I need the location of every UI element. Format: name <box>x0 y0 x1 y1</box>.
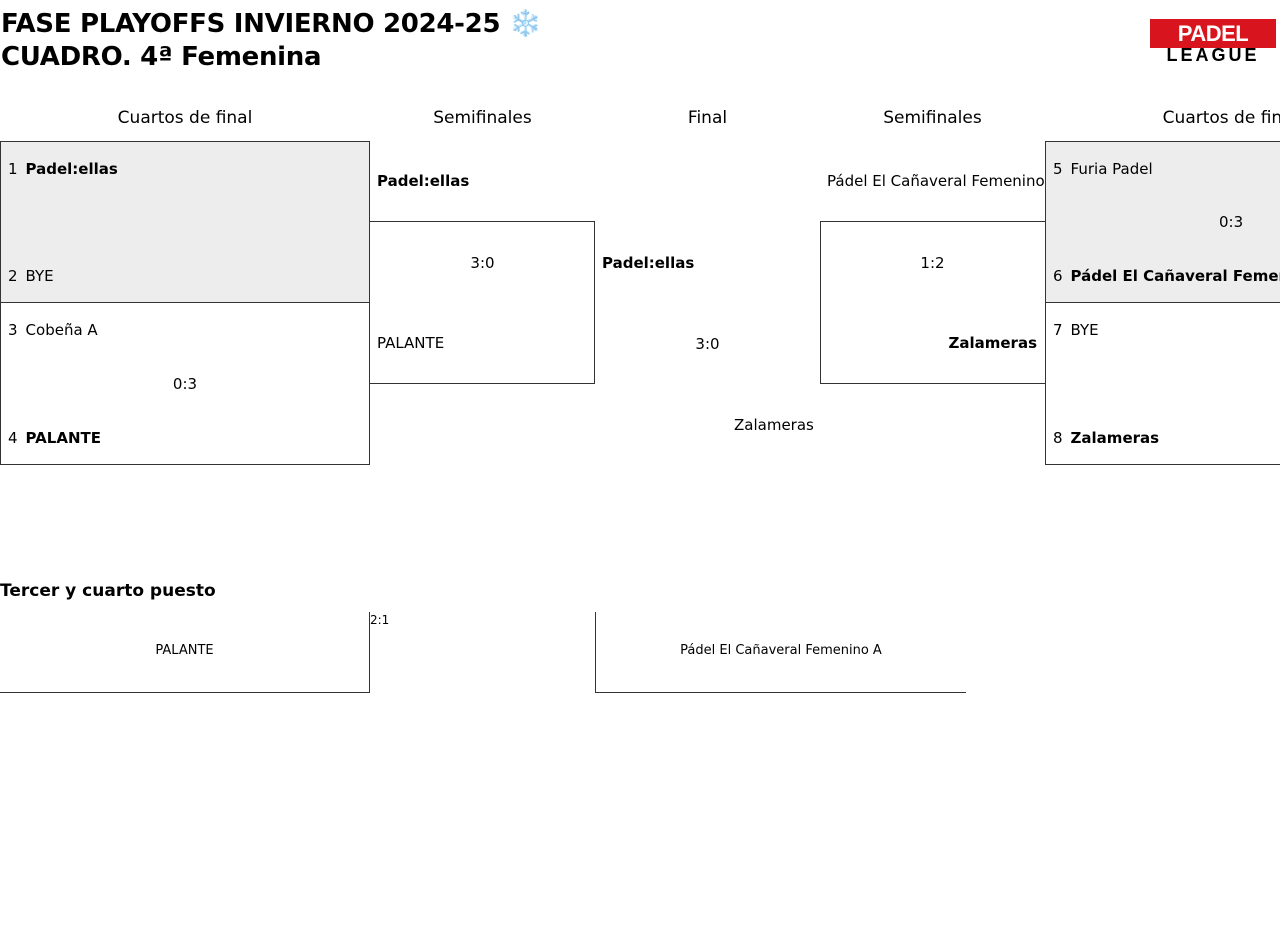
seed-number: 1 <box>8 160 18 178</box>
seed-number: 4 <box>8 429 18 447</box>
padel-team-league-logo: PADEL TEAM LEAGUE <box>1150 19 1276 70</box>
third-place-box-b <box>595 612 966 693</box>
left-sf-team-a: Padel:ellas <box>377 172 470 190</box>
left-qf2-score: 0:3 <box>172 375 198 393</box>
third-place-box-a <box>0 612 370 693</box>
team-name: Zalameras <box>1070 429 1160 447</box>
third-place-team-a: PALANTE <box>155 643 214 658</box>
header-left-semifinals: Semifinales <box>433 108 532 128</box>
logo-bottom-text: LEAGUE <box>1166 45 1260 65</box>
team-name: PALANTE <box>25 429 101 447</box>
left-sf-score: 3:0 <box>470 254 495 272</box>
seed-number: 5 <box>1053 160 1063 178</box>
team-name: Pádel El Cañaveral Femenino A <box>1070 267 1280 285</box>
right-qf2-team-b: 8 Zalameras <box>1053 429 1159 447</box>
right-qf2-team-a: 7 BYE <box>1053 321 1099 339</box>
header-right-semifinals: Semifinales <box>883 108 982 128</box>
right-sf-team-a: Pádel El Cañaveral Femenino A <box>827 172 1060 190</box>
left-qf2-team-b: 4 PALANTE <box>8 429 101 447</box>
left-qf-match-1 <box>0 141 370 303</box>
page-title: FASE PLAYOFFS INVIERNO 2024-25 ❄️ CUADRO… <box>1 8 541 74</box>
right-sf-team-b: Zalameras <box>948 334 1037 352</box>
right-sf-match <box>820 221 1046 384</box>
team-name: Padel:ellas <box>25 160 118 178</box>
right-qf-match-1 <box>1045 141 1280 303</box>
header-left-quarterfinals: Cuartos de final <box>117 108 253 128</box>
snowflake-icon: ❄️ <box>509 9 542 39</box>
right-qf-match-2 <box>1045 302 1280 465</box>
seed-number: 6 <box>1053 267 1063 285</box>
header-final: Final <box>687 108 728 128</box>
seed-number: 3 <box>8 321 18 339</box>
final-score: 3:0 <box>695 335 720 353</box>
right-sf-score: 1:2 <box>920 254 945 272</box>
left-qf1-team-b: 2 BYE <box>8 267 54 285</box>
final-team-a: Padel:ellas <box>602 254 695 272</box>
team-name: BYE <box>1070 321 1099 339</box>
title-line-1: FASE PLAYOFFS INVIERNO 2024-25 <box>1 9 501 39</box>
seed-number: 8 <box>1053 429 1063 447</box>
logo-top-text: PADEL TEAM <box>1177 21 1249 70</box>
right-qf1-team-b: 6 Pádel El Cañaveral Femenino A <box>1053 267 1280 285</box>
left-qf2-team-a: 3 Cobeña A <box>8 321 98 339</box>
team-name: Cobeña A <box>25 321 98 339</box>
seed-number: 7 <box>1053 321 1063 339</box>
left-sf-match <box>369 221 595 384</box>
team-name: Furia Padel <box>1070 160 1153 178</box>
left-sf-team-b: PALANTE <box>377 334 445 352</box>
header-right-quarterfinals: Cuartos de final <box>1162 108 1280 128</box>
right-qf1-team-a: 5 Furia Padel <box>1053 160 1153 178</box>
third-place-score: 2:1 <box>370 613 390 627</box>
right-qf1-score: 0:3 <box>1219 213 1244 231</box>
final-team-b: Zalameras <box>734 416 814 434</box>
seed-number: 2 <box>8 267 18 285</box>
third-place-team-b: Pádel El Cañaveral Femenino A <box>680 643 882 658</box>
third-place-title: Tercer y cuarto puesto <box>0 581 216 601</box>
team-name: BYE <box>25 267 54 285</box>
left-qf1-team-a: 1 Padel:ellas <box>8 160 118 178</box>
title-line-2: CUADRO. 4ª Femenina <box>1 42 322 72</box>
